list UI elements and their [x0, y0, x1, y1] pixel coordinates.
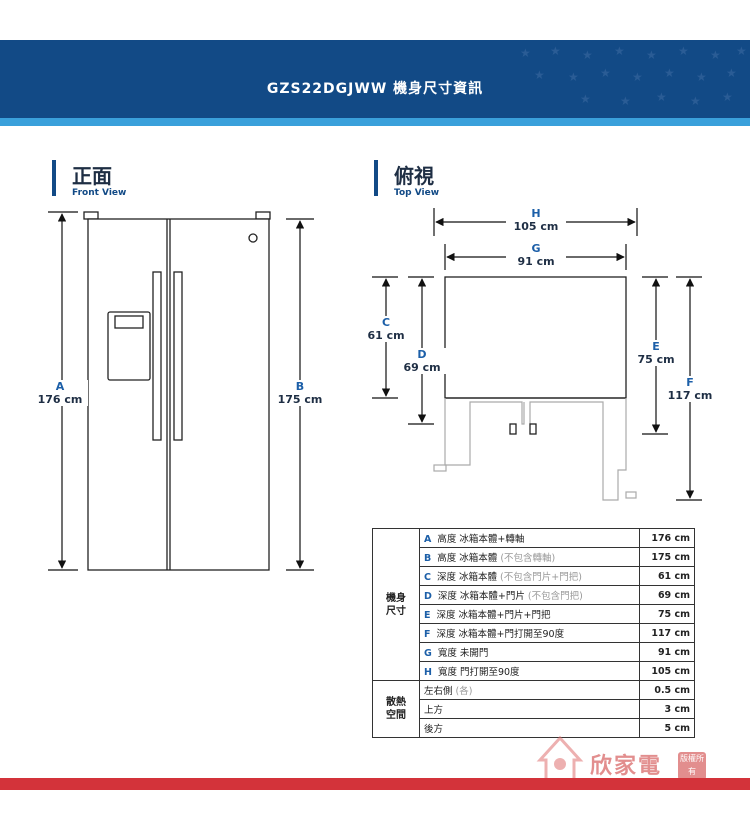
row-value: 69 cm — [639, 585, 695, 605]
dim-letter: B — [295, 380, 305, 393]
dim-label-h: H 105 cm — [506, 207, 566, 233]
group-clearance: 散熱 空間 — [372, 680, 420, 738]
table-row: 上方 3 cm — [373, 699, 695, 719]
watermark-house-icon — [536, 735, 584, 782]
row-value: 91 cm — [639, 642, 695, 662]
dim-label-c: C 61 cm — [362, 316, 410, 342]
hinge-right — [255, 211, 271, 220]
row-value: 75 cm — [639, 604, 695, 624]
dim-letter: E — [652, 340, 660, 353]
dim-value: 117 cm — [667, 389, 713, 402]
dim-letter: D — [417, 348, 427, 361]
fridge-top-body — [444, 276, 627, 399]
watermark-badge: 版權所有 — [678, 752, 706, 780]
front-view-fridge — [83, 211, 271, 571]
dispenser-panel — [114, 315, 144, 329]
header-banner — [0, 40, 750, 126]
dim-value: 175 cm — [277, 393, 323, 406]
row-value: 5 cm — [639, 718, 695, 738]
handle-left — [152, 271, 162, 441]
page-title: GZS22DGJWW 機身尺寸資訊 — [266, 81, 484, 97]
brand-logo — [248, 233, 258, 243]
dim-value: 176 cm — [37, 393, 83, 406]
table-row: 後方 5 cm — [373, 718, 695, 738]
dim-letter: F — [686, 376, 694, 389]
dim-letter: A — [55, 380, 65, 393]
top-view-fridge — [444, 276, 627, 399]
row-value: 3 cm — [639, 699, 695, 719]
top-section-bar — [374, 160, 378, 196]
bottom-band — [0, 778, 750, 790]
top-view-title: 俯視 — [394, 164, 434, 188]
row-label: 上方 — [419, 699, 640, 719]
dim-label-g: G 91 cm — [506, 242, 566, 268]
row-value: 175 cm — [639, 547, 695, 567]
dim-letter: G — [531, 242, 541, 255]
dim-letter: C — [381, 316, 391, 329]
hinge-left — [83, 211, 99, 220]
row-value: 61 cm — [639, 566, 695, 586]
dim-label-f: F 117 cm — [662, 376, 718, 402]
dim-label-b: B 175 cm — [272, 380, 328, 406]
dim-letter: H — [531, 207, 541, 220]
fridge-body — [87, 218, 270, 571]
dim-value: 91 cm — [517, 255, 555, 268]
row-label: 後方 — [419, 718, 640, 738]
watermark-text: 欣家電 — [590, 754, 663, 779]
table-row: 散熱 空間 左右側 (各) 0.5 cm — [372, 680, 695, 738]
dispenser — [107, 311, 151, 381]
door-handle-left — [509, 423, 517, 435]
row-value: 0.5 cm — [639, 680, 695, 700]
top-view-subtitle: Top View — [394, 188, 440, 198]
door-handle-right — [529, 423, 537, 435]
dim-label-a: A 176 cm — [32, 380, 88, 406]
handle-right — [173, 271, 183, 441]
dim-value: 75 cm — [637, 353, 675, 366]
group-body-dims: 機身 尺寸 — [372, 528, 420, 681]
dim-label-d: D 69 cm — [398, 348, 446, 374]
dim-value: 61 cm — [367, 329, 405, 342]
header-accent-stripe — [0, 118, 750, 126]
front-view-subtitle: Front View — [72, 188, 127, 198]
star-pattern: ★★★ ★★★ ★★ ★★★ ★★★ ★ ★★★ ★★ — [520, 44, 747, 108]
row-label: 左右側 (各) — [419, 680, 640, 700]
front-view-title: 正面 — [72, 164, 112, 188]
dim-label-e: E 75 cm — [630, 340, 682, 366]
row-value: 117 cm — [639, 623, 695, 643]
front-section-bar — [52, 160, 56, 196]
dim-value: 69 cm — [403, 361, 441, 374]
row-value: 176 cm — [639, 528, 695, 548]
dim-value: 105 cm — [513, 220, 559, 233]
row-value: 105 cm — [639, 661, 695, 681]
